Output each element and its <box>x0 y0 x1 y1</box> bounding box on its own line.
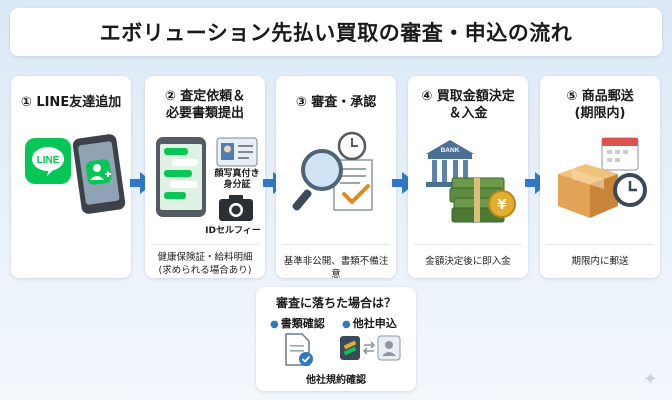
step-2-card: ② 査定依頼＆ 必要書類提出 顔写真付き 身分証 IDセルフィー 健康保険証・給… <box>145 76 265 278</box>
bank-money-icon: BANK ¥ <box>426 140 516 223</box>
chat-phone-icon <box>156 137 206 217</box>
bullet-icon: ● <box>270 319 279 330</box>
step-1-title: ① LINE友達追加 <box>20 95 122 110</box>
line-logo-icon: LINE <box>25 138 71 184</box>
step-2-footer: 健康保険証・給料明細 (求められる場合あり) <box>151 244 259 277</box>
option-other-company: ●他社申込 <box>342 315 397 331</box>
rejection-note-title: 審査に落ちた場合は？ <box>275 296 396 310</box>
bullet-icon: ● <box>342 319 351 330</box>
option-document-check: ●書類確認 <box>270 315 325 331</box>
id-document-label: 顔写真付き 身分証 <box>214 169 260 190</box>
review-magnifier-icon <box>292 131 373 211</box>
sparkle-icon: ✦ <box>642 369 658 390</box>
step-5-card: ⑤ 商品郵送 (期限内) 期限内に郵送 <box>540 76 660 278</box>
step-4-title: ④ 買取金額決定 ＆入金 <box>421 89 515 121</box>
step-5-footer: 期限内に郵送 <box>546 244 654 268</box>
id-card-icon <box>216 137 258 167</box>
option-other-company-label: 他社申込 <box>352 317 397 330</box>
page-title: エボリューション先払い買取の審査・申込の流れ <box>10 8 662 56</box>
step-4-footer: 金額決定後に即入金 <box>414 244 522 268</box>
rejection-note-box: 審査に落ちた場合は？ ●書類確認 ●他社申込 他社規約確認 <box>256 287 416 391</box>
phone-add-user-icon <box>72 134 126 214</box>
option-document-check-label: 書類確認 <box>280 317 325 330</box>
step-1-card: ① LINE友達追加 LINE <box>11 76 131 278</box>
step-2-title: ② 査定依頼＆ 必要書類提出 <box>164 89 246 121</box>
step-3-title: ③ 審査・承認 <box>295 95 377 110</box>
yen-symbol: ¥ <box>497 198 506 213</box>
card-switch-icon <box>340 335 401 361</box>
selfie-label: IDセルフィー <box>205 226 261 236</box>
rejection-note-footer: 他社規約確認 <box>306 375 366 386</box>
svg-text:LINE: LINE <box>37 155 60 166</box>
document-check-icon <box>285 333 313 366</box>
package-clock-icon <box>558 137 647 218</box>
camera-icon <box>219 195 253 221</box>
step-3-footer: 基準非公開、書類不備注意 <box>282 244 390 281</box>
step-5-title: ⑤ 商品郵送 (期限内) <box>566 89 634 121</box>
bank-text: BANK <box>441 147 460 154</box>
step-4-card: ④ 買取金額決定 ＆入金 BANK ¥ 金額決定後に即入金 <box>408 76 528 278</box>
step-3-card: ③ 審査・承認 基準非公開、書類不備注意 <box>276 76 396 281</box>
